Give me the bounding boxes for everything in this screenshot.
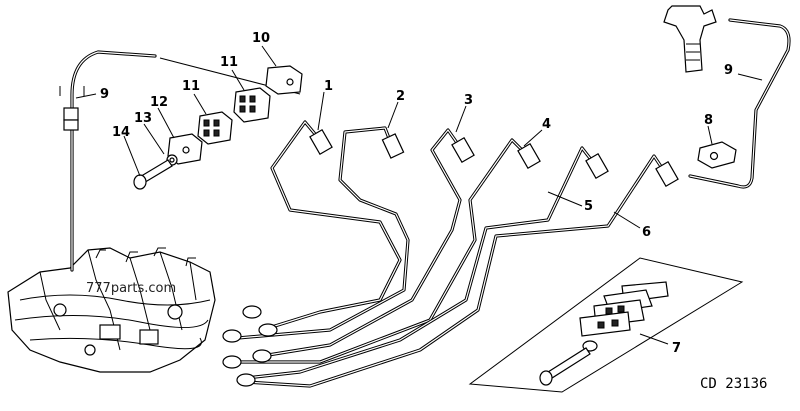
callout-2: 2 (396, 89, 405, 104)
injector-fittings (309, 129, 679, 187)
clamp-kit (468, 257, 744, 393)
injection-lines (230, 120, 668, 388)
callout-13: 13 (134, 111, 152, 126)
clip (697, 141, 737, 169)
callout-6: 6 (642, 225, 651, 240)
injection-pump (7, 247, 216, 373)
callout-labels: 1 2 3 4 5 6 7 8 9 9 10 11 11 12 13 14 (100, 31, 733, 356)
callout-4: 4 (542, 117, 551, 132)
bolt-and-washer (133, 154, 178, 190)
callout-9-left: 9 (100, 87, 109, 102)
figure-code: CD 23136 (700, 376, 767, 392)
callout-9-right: 9 (724, 63, 733, 78)
callout-7: 7 (672, 341, 681, 356)
callout-12: 12 (150, 95, 168, 110)
leak-off-line-left (59, 50, 157, 272)
callout-5: 5 (584, 199, 593, 214)
leader-lines (75, 45, 763, 345)
callout-11-mid: 11 (182, 79, 200, 94)
watermark: 777parts.com (86, 281, 176, 296)
pump-end-fittings (222, 305, 278, 387)
callout-3: 3 (464, 93, 473, 108)
upper-clamp-assembly (159, 57, 303, 165)
callout-1: 1 (324, 79, 333, 94)
callout-8: 8 (704, 113, 713, 128)
callout-10: 10 (252, 31, 270, 46)
callout-14: 14 (112, 125, 130, 140)
leak-off-line-right (663, 5, 791, 189)
callout-11-top: 11 (220, 55, 238, 70)
